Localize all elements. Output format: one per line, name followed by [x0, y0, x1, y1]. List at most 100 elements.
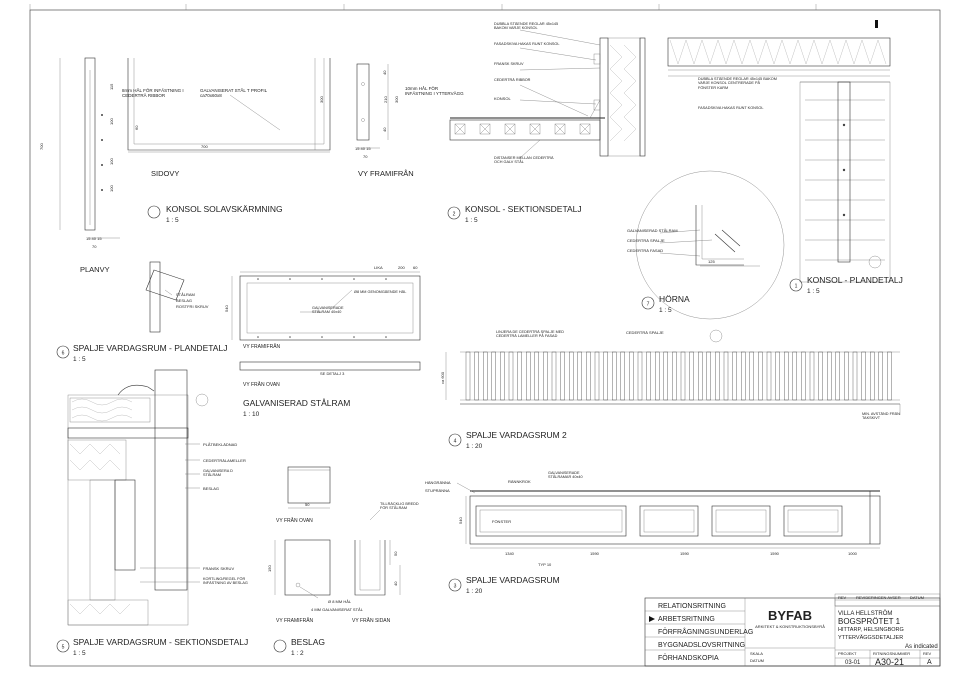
sektion-note-2: CEDERTRÄLAMELLER — [203, 458, 246, 463]
spalje3-galv: GALVANISERADE STÅLRAMAR 40x40 — [548, 471, 583, 479]
trellis-slat — [543, 351, 548, 401]
trellis-slat — [792, 351, 797, 401]
label-planvy: PLANVY — [80, 265, 110, 274]
tb-datum: DATUM — [910, 595, 924, 600]
marker-7 — [641, 296, 655, 310]
trellis-slat — [474, 351, 479, 401]
note-konsol: KONSOL — [494, 96, 511, 101]
dim-100b: 100 — [109, 158, 114, 165]
trellis-slat — [870, 351, 875, 401]
beslag-vy-framifran: VY FRAMIFRÅN — [276, 617, 314, 624]
title-konsol-sol: KONSOL SOLAVSKÄRMNING — [166, 204, 283, 214]
galv-note-galv: GALVANISERADE STÅLRAM 40x40 — [312, 306, 344, 314]
grid-ticks — [29, 4, 817, 10]
trellis-slat — [723, 351, 729, 401]
marker-4 — [448, 433, 462, 447]
title-konsol-section: KONSOL - SEKTIONSDETALJ — [465, 204, 582, 214]
title-sektion: SPALJE VARDAGSRUM - SEKTIONSDETALJ — [73, 637, 248, 647]
trellis-slat — [500, 351, 505, 401]
dim-100a: 100 — [109, 118, 114, 125]
trellis-slat — [560, 351, 565, 401]
marker-4-num: 4 — [454, 439, 457, 445]
label-sidovy: SIDOVY — [151, 169, 179, 178]
galv-vy-framifran: VY FRAMIFRÅN — [243, 343, 281, 350]
trellis-slat — [715, 351, 720, 401]
beslag-d50: 50 — [305, 502, 310, 507]
tb-row-1: RELATIONSRITNING — [658, 603, 726, 610]
title-galv-stalram: GALVANISERAD STÅLRAM — [243, 398, 350, 408]
trellis-slat — [758, 351, 763, 401]
spalje3-dim-1: 1340 — [505, 551, 515, 556]
tb-skala-label: SKALA — [750, 651, 763, 656]
marker-6-num: 6 — [62, 351, 65, 357]
konsol-section-drawing — [449, 29, 646, 159]
horna-note-galv: GALVANISERAD STÅLRAM — [627, 228, 678, 233]
galv-vy-ovan: VY FRÅN OVAN — [243, 381, 280, 388]
sektion-note-4: BESLAG — [203, 486, 219, 491]
tb-row-5: FÖRHANDSKOPIA — [658, 654, 719, 662]
trellis-slat — [741, 351, 746, 401]
title-spalje2: SPALJE VARDAGSRUM 2 — [466, 430, 567, 440]
beslag-note3: 4 MM GALVANISERAT STÅL — [311, 607, 364, 612]
dim-15-40-15: 15 40 15 — [355, 146, 371, 151]
dim-700: 700 — [201, 144, 208, 149]
trellis-slat — [534, 351, 539, 401]
trellis-slat — [732, 351, 737, 401]
tb-company-sub: ARKITEKT & KONSTRUKTIONSBYRÅ — [755, 624, 825, 629]
trellis-slat — [491, 351, 496, 401]
trellis-slat — [835, 351, 840, 401]
trellis-slat — [612, 351, 617, 401]
note-fasad-plan: FASADSKIVA HAKAS RUNT KONSOL — [698, 106, 763, 110]
trellis-slat — [706, 351, 711, 401]
trellis-slat — [637, 351, 643, 401]
spalje3-dim-2: 1590 — [590, 551, 600, 556]
sheet-border — [29, 9, 941, 667]
trellis-slat — [852, 351, 858, 401]
scale-beslag: 1 : 2 — [291, 650, 304, 657]
dim-70-planvy: 70 — [92, 244, 97, 249]
dim-300: 300 — [319, 96, 324, 103]
tb-sheet: A30-21 — [875, 657, 904, 667]
sektion-note-3: GALVANISERA D STÅLRAM — [203, 469, 233, 477]
scale-spalje2: 1 : 20 — [466, 443, 483, 450]
tb-row-4: BYGGNADSLOVSRITNING — [658, 642, 745, 649]
trellis-slat — [655, 351, 660, 401]
marker-7-num: 7 — [647, 302, 650, 308]
scale-spalje3: 1 : 20 — [466, 588, 483, 595]
tb-place: HITTARP, HELSINGBORG — [838, 627, 904, 633]
sektion-note-1: PLÅTBEKLÄDNAD — [203, 442, 237, 447]
scale-spalje-plan: 1 : 5 — [73, 356, 86, 363]
horna-note-fasad: CEDERTRÄ FASAD — [627, 248, 663, 253]
dim-100c: 100 — [109, 185, 114, 192]
trellis-slat — [809, 351, 815, 401]
note-cedertra: CEDERTRÄ RIBBOR — [494, 78, 530, 82]
trellis-slat — [844, 351, 849, 401]
trellis-slat — [663, 351, 668, 401]
spalje3-dim-3: 1590 — [680, 551, 690, 556]
marker-3-num: 3 — [454, 584, 457, 590]
tb-ritningsnummer-label: RITNINGSNUMMER — [873, 651, 910, 656]
beslag-vy-ovan: VY FRÅN OVAN — [276, 517, 313, 524]
title-spalje-plan: SPALJE VARDAGSRUM - PLANDETALJ — [73, 343, 227, 353]
title-beslag: BESLAG — [291, 637, 325, 647]
scale-plandetalj: 1 : 5 — [807, 288, 820, 295]
dim-210: 210 — [383, 96, 388, 103]
note-beslag: BESLAG — [176, 298, 192, 303]
tb-villa: VILLA HELLSTRÖM — [838, 610, 892, 617]
trellis-slat — [878, 351, 883, 401]
spalje2-drawing — [445, 351, 901, 415]
dim-700-vert: 700 — [39, 143, 44, 150]
marker-6 — [56, 345, 70, 359]
trellis-slat — [508, 351, 514, 401]
spalje3-stupranna: STUPRÄNNA — [425, 488, 450, 493]
horna-dim: 125 — [708, 259, 715, 264]
scale-konsol-sol: 1 : 5 — [166, 217, 179, 224]
tb-rev: A — [927, 659, 932, 666]
north-mark — [875, 20, 878, 28]
trellis-slat — [551, 351, 557, 401]
scale-horna: 1 : 5 — [659, 307, 672, 314]
trellis-slat — [620, 351, 625, 401]
scale-konsol-section: 1 : 5 — [465, 217, 478, 224]
marker-2 — [447, 206, 461, 220]
trellis-slat — [818, 351, 823, 401]
